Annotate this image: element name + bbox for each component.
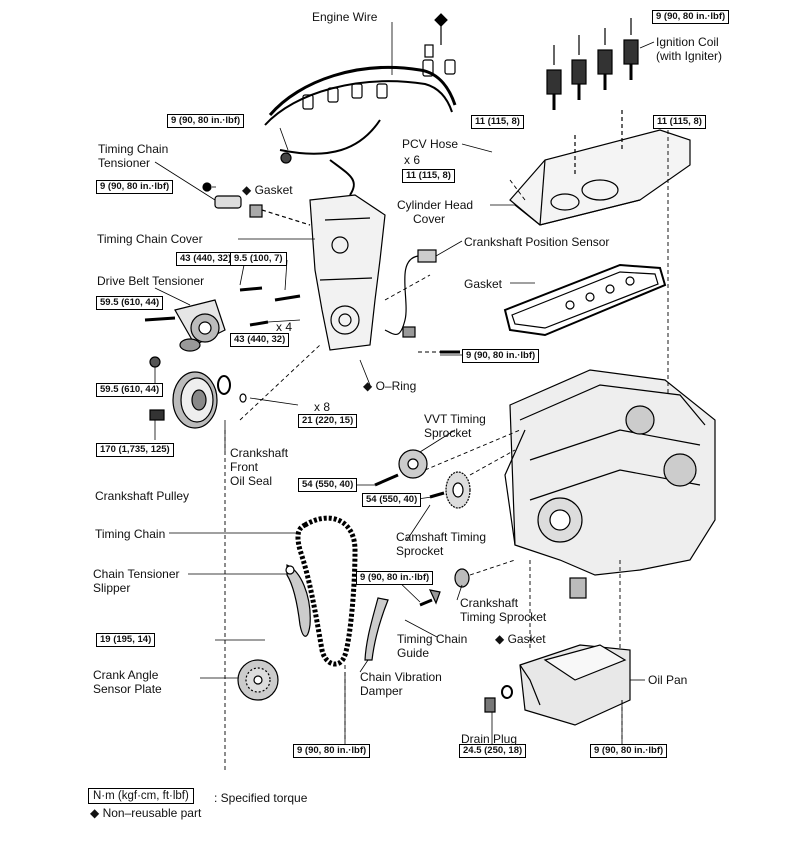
legend-torque-description: : Specified torque — [214, 791, 308, 805]
label-x8: x 8 — [314, 400, 331, 414]
label-gasket-cover: Gasket — [464, 277, 503, 291]
label-chain-tensioner-slipper: Chain Tensioner — [93, 567, 180, 581]
torque-chain-tensioner: 9 (90, 80 in.·lbf) — [96, 180, 174, 194]
crankshaft-position-sensor — [384, 249, 437, 338]
torque-head-cover-right: 11 (115, 8) — [653, 115, 706, 129]
label-chain-vibration-damper-2: Damper — [360, 684, 403, 698]
timing-chain — [295, 515, 358, 667]
torque-drain-plug: 24.5 (250, 18) — [459, 744, 527, 758]
camshaft-timing-sprocket — [429, 471, 471, 509]
torque-camshaft-sprocket: 54 (550, 40) — [362, 493, 422, 507]
label-drive-belt-tensioner: Drive Belt Tensioner — [97, 274, 205, 288]
label-ignition-coil-igniter: (with Igniter) — [656, 49, 723, 63]
vvt-timing-sprocket — [374, 449, 428, 487]
engine-wire-harness — [264, 13, 457, 196]
cover-bolts — [149, 286, 460, 368]
label-crankshaft-front-oil-seal-3: Oil Seal — [230, 474, 273, 488]
leader-lines — [154, 22, 655, 745]
torque-ignition-coil: 9 (90, 80 in.·lbf) — [652, 10, 730, 24]
torque-belt-tensioner-lower: 59.5 (610, 44) — [96, 383, 164, 397]
engine-block — [504, 369, 716, 599]
torque-chain-guide: 9 (90, 80 in.·lbf) — [356, 571, 434, 585]
label-timing-chain: Timing Chain — [95, 527, 166, 541]
label-camshaft-timing-sprocket: Camshaft Timing — [396, 530, 487, 544]
torque-vvt-sprocket: 54 (550, 40) — [298, 478, 358, 492]
label-drain-plug: Drain Plug — [461, 732, 518, 746]
label-crankshaft-pulley: Crankshaft Pulley — [95, 489, 190, 503]
label-crank-angle-sensor-plate-2: Sensor Plate — [93, 682, 162, 696]
torque-head-cover-left: 11 (115, 8) — [471, 115, 524, 129]
torque-tensioner-slipper: 19 (195, 14) — [96, 633, 156, 647]
oil-pan — [484, 644, 631, 726]
label-gasket-oil-pan: ◆ Gasket — [495, 632, 546, 646]
non-reusable-diamond: ◆ — [495, 632, 505, 646]
torque-vibration-damper: 9 (90, 80 in.·lbf) — [293, 744, 371, 758]
label-crankshaft-front-oil-seal: Crankshaft — [230, 446, 289, 460]
torque-cover-43-lower: 43 (440, 32) — [230, 333, 290, 347]
torque-cover-x8: 21 (220, 15) — [298, 414, 358, 428]
label-cylinder-head-cover-2: Cover — [413, 212, 446, 226]
label-timing-chain-guide: Timing Chain — [397, 632, 468, 646]
label-x4: x 4 — [276, 320, 293, 334]
label-oil-pan: Oil Pan — [648, 673, 688, 687]
non-reusable-diamond: ◆ — [242, 183, 252, 197]
head-cover-gasket — [503, 263, 667, 337]
crankshaft-pulley — [149, 371, 247, 429]
torque-head-cover-x6: 11 (115, 8) — [402, 169, 455, 183]
ignition-coils — [546, 18, 639, 110]
chain-tensioner-slipper — [285, 564, 311, 637]
legend-non-reusable: ◆ Non–reusable part — [90, 806, 202, 820]
torque-engine-wire: 9 (90, 80 in.·lbf) — [167, 114, 245, 128]
label-crankshaft-position-sensor: Crankshaft Position Sensor — [464, 235, 610, 249]
drive-belt-tensioner — [144, 299, 226, 352]
torque-oil-pan: 9 (90, 80 in.·lbf) — [590, 744, 668, 758]
label-o-ring: ◆ O–Ring — [363, 379, 417, 393]
label-timing-chain-cover: Timing Chain Cover — [97, 232, 203, 246]
timing-chain-tensioner — [202, 182, 311, 226]
label-gasket-tensioner: ◆ Gasket — [242, 183, 293, 197]
non-reusable-diamond: ◆ — [90, 806, 100, 820]
label-camshaft-timing-sprocket-2: Sprocket — [396, 544, 444, 558]
torque-cover-43-upper: 43 (440, 32) — [176, 252, 236, 266]
legend-torque-unit-box: N·m (kgf·cm, ft·lbf) — [88, 788, 194, 804]
label-timing-chain-guide-2: Guide — [397, 646, 430, 660]
torque-cover-9-5: 9.5 (100, 7) — [230, 252, 287, 266]
label-pcv-hose: PCV Hose — [402, 137, 459, 151]
label-vvt-timing-sprocket-2: Sprocket — [424, 426, 472, 440]
label-crankshaft-timing-sprocket: Crankshaft — [460, 596, 519, 610]
label-vvt-timing-sprocket: VVT Timing — [424, 412, 486, 426]
label-cylinder-head-cover: Cylinder Head — [397, 198, 474, 212]
timing-chain-guide — [364, 589, 441, 661]
torque-belt-tensioner-upper: 59.5 (610, 44) — [96, 296, 164, 310]
label-x6: x 6 — [404, 153, 421, 167]
crankshaft-timing-sprocket — [454, 568, 470, 588]
label-engine-wire: Engine Wire — [312, 10, 378, 24]
label-chain-vibration-damper: Chain Vibration — [360, 670, 442, 684]
crank-angle-sensor-plate — [237, 659, 279, 701]
torque-position-sensor: 9 (90, 80 in.·lbf) — [462, 349, 540, 363]
label-timing-chain-tensioner-2: Tensioner — [98, 156, 151, 170]
non-reusable-diamond: ◆ — [363, 379, 373, 393]
cylinder-head-cover — [509, 110, 691, 226]
label-ignition-coil: Ignition Coil — [656, 35, 719, 49]
label-crankshaft-front-oil-seal-2: Front — [230, 460, 259, 474]
label-chain-tensioner-slipper-2: Slipper — [93, 581, 131, 595]
label-crankshaft-timing-sprocket-2: Timing Sprocket — [460, 610, 547, 624]
torque-crankshaft-pulley: 170 (1,735, 125) — [96, 443, 174, 457]
label-timing-chain-tensioner: Timing Chain — [98, 142, 169, 156]
assembly-lines — [224, 130, 669, 770]
label-crank-angle-sensor-plate: Crank Angle — [93, 668, 159, 682]
timing-chain-cover — [309, 194, 386, 351]
